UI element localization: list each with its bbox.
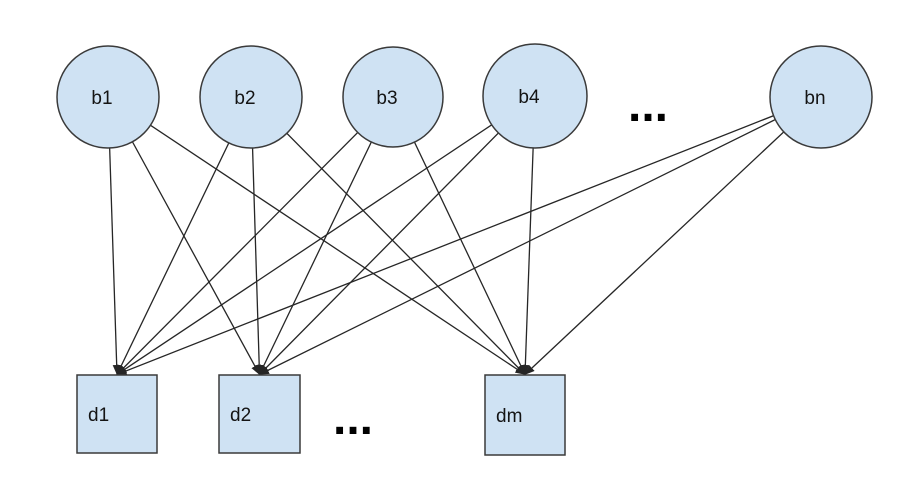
node-b1-label: b1	[91, 88, 112, 109]
node-b4-circle	[482, 43, 588, 149]
edge-bn-d2	[259, 96, 822, 376]
top-row-ellipsis: ...	[628, 79, 668, 132]
node-b1-circle	[56, 45, 160, 149]
bottom-node-layer: d1 d2 dm	[76, 374, 566, 456]
node-b3-label: b3	[376, 88, 397, 109]
node-bn-label: bn	[804, 88, 825, 109]
edge-b4-d2	[259, 95, 536, 375]
node-b4-label: b4	[518, 87, 540, 108]
edge-bn-d1	[116, 96, 822, 376]
node-b1: b1	[56, 45, 160, 149]
node-d2: d2	[218, 374, 301, 454]
bottom-row-ellipsis: ...	[333, 392, 373, 445]
edge-b4-d1	[116, 95, 536, 376]
node-b3-circle	[342, 46, 444, 148]
node-bn: bn	[769, 45, 873, 149]
edge-b3-d1	[116, 96, 394, 375]
node-bn-circle	[769, 45, 873, 149]
edge-b1-dm	[107, 96, 526, 376]
edge-bn-dm	[524, 96, 822, 375]
node-b4: b4	[482, 43, 588, 149]
node-dm-label: dm	[496, 406, 522, 427]
edge-b2-dm	[250, 96, 526, 375]
node-d2-square	[218, 374, 301, 454]
node-b2: b2	[199, 45, 303, 149]
node-d2-label: d2	[230, 405, 251, 426]
top-node-layer: b1 b2 b3 b4 bn	[56, 43, 873, 149]
node-b3: b3	[342, 46, 444, 148]
node-dm-square	[484, 374, 566, 456]
node-d1-square	[76, 374, 158, 454]
node-b2-label: b2	[234, 88, 255, 109]
node-dm: dm	[484, 374, 566, 456]
node-d1-label: d1	[88, 405, 109, 426]
edge-layer	[107, 95, 822, 376]
edge-b3-dm	[392, 96, 526, 375]
node-b2-circle	[199, 45, 303, 149]
node-d1: d1	[76, 374, 158, 454]
